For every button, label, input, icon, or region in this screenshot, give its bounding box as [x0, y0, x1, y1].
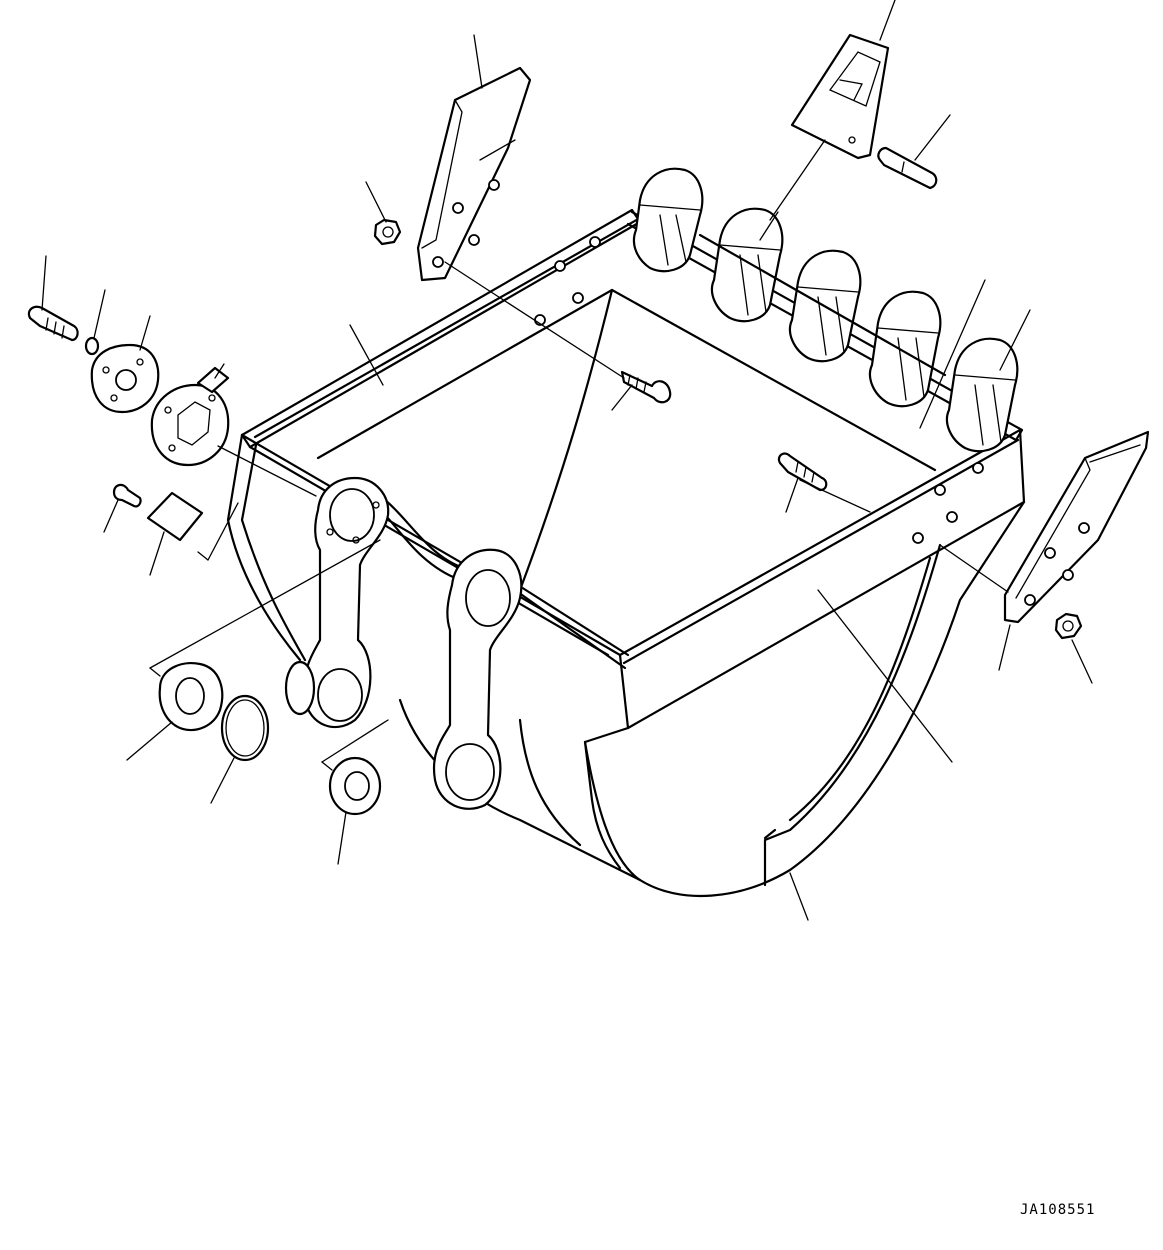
washer-hub [86, 338, 98, 354]
bucket-tooth-2 [712, 209, 782, 321]
bucket-tooth-row [634, 169, 1017, 451]
leader-lines [42, 0, 1092, 920]
bucket-body [228, 210, 1024, 896]
tooth-pin [878, 148, 936, 188]
pin-boss-bracket-left [286, 478, 388, 727]
hub-plate [92, 345, 158, 412]
bucket-tooth-5 [947, 339, 1017, 451]
drawing-code-label: JA108551 [1020, 1202, 1096, 1218]
tooth-point-exploded [792, 35, 888, 158]
nut-top-left [375, 220, 400, 244]
bucket-tooth-4 [870, 292, 940, 406]
bucket-tooth-1 [634, 169, 702, 271]
pin-boss-bracket-right [434, 550, 521, 809]
side-cutter-left [418, 68, 530, 280]
bolt-inner-right [779, 454, 826, 490]
wall-holes [535, 237, 983, 543]
side-cutter-right [1005, 432, 1148, 622]
pin-bushing [160, 663, 223, 730]
nut-right [1056, 614, 1081, 638]
hub-flange [152, 385, 228, 465]
shim-washer [330, 758, 380, 814]
bolt-inner-left [622, 372, 670, 402]
o-ring [222, 696, 268, 760]
rivet-screw [114, 485, 141, 507]
bolt-hub [29, 307, 78, 340]
shim-plate-small [198, 368, 228, 392]
nameplate [148, 493, 202, 540]
